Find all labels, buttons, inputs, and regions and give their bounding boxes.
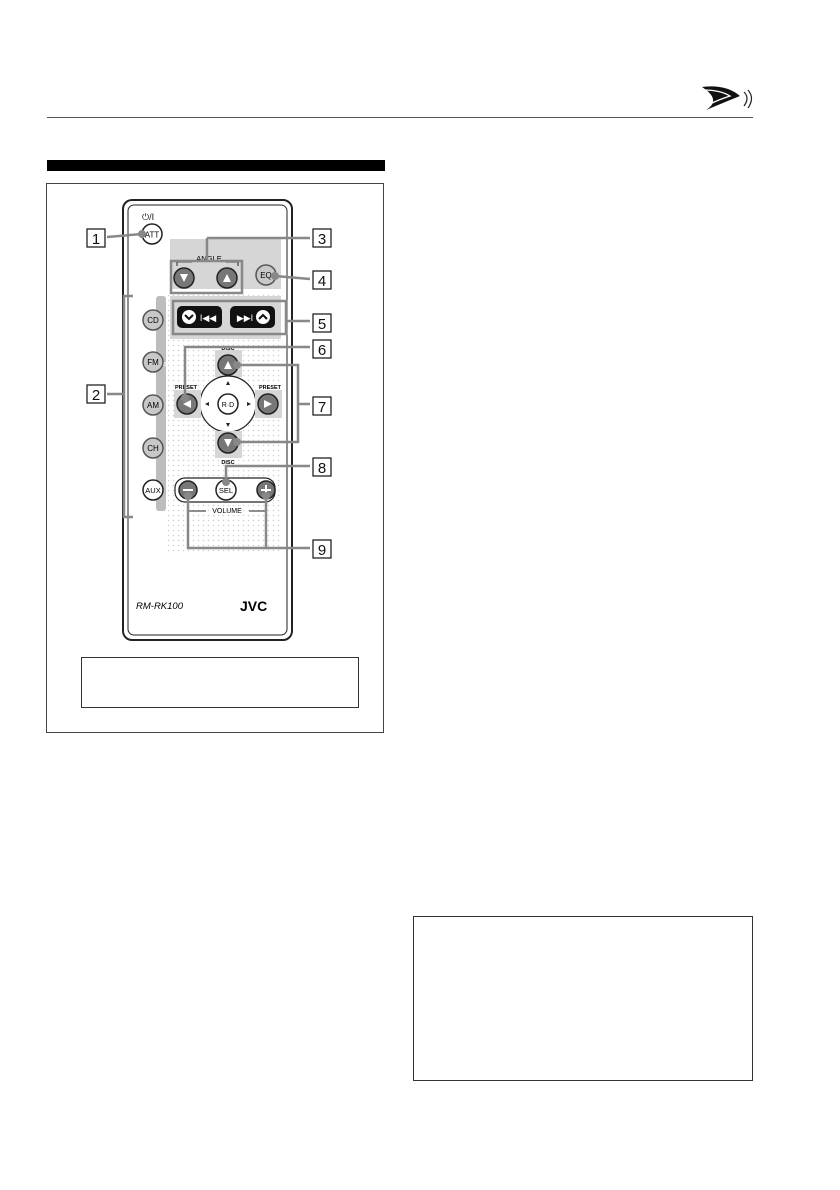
preset-right-label: PRESET	[259, 385, 282, 391]
section-title-bar	[47, 160, 385, 171]
skip-back-circle	[182, 310, 196, 324]
remote-control-illustration: ⏻/I ATT ANGLE EQ DAB CD FM AM CH AUX I◀◀…	[86, 199, 332, 641]
ch-button	[142, 437, 164, 459]
power-symbol: ⏻/I	[142, 212, 154, 222]
aux-button	[142, 479, 164, 501]
figure-frame	[46, 183, 384, 733]
callout-1: 1	[92, 231, 100, 248]
am-label: AM	[147, 401, 159, 410]
callout-3: 3	[318, 231, 326, 248]
jvc-swoosh-arrow-icon	[702, 86, 753, 110]
callout-7: 7	[318, 399, 326, 416]
cd-label: CD	[147, 316, 159, 325]
volume-label: VOLUME	[212, 508, 242, 515]
right-column-note-box	[413, 916, 753, 1081]
figure-note-box	[81, 657, 359, 708]
ch-label: CH	[147, 444, 159, 453]
header-rule	[47, 117, 753, 118]
rd-button	[217, 393, 239, 415]
preset-left-label: PRESET	[175, 385, 198, 391]
fm-label: FM	[147, 358, 159, 367]
aux-label: AUX	[145, 486, 160, 495]
rd-label: R·D	[222, 402, 234, 409]
eq-label: EQ	[260, 271, 272, 280]
att-label: ATT	[145, 231, 160, 240]
disc-top-label: DISC	[221, 346, 234, 352]
callout-8: 8	[318, 460, 326, 477]
model-label: RM-RK100	[136, 601, 184, 612]
sel-label: SEL	[219, 486, 233, 495]
fm-button	[142, 351, 164, 373]
callout-9: 9	[318, 542, 326, 559]
callout-5: 5	[318, 316, 326, 333]
angle-label: ANGLE	[196, 254, 221, 263]
skip-forward-circle	[256, 310, 270, 324]
svg-text:I◀◀: I◀◀	[200, 313, 216, 323]
cd-button	[142, 309, 164, 331]
brand-label: JVC	[240, 598, 267, 614]
callout-4: 4	[318, 273, 326, 290]
callout-2: 2	[92, 387, 100, 404]
svg-text:▶▶I: ▶▶I	[237, 313, 253, 323]
am-button	[142, 394, 164, 416]
disc-bottom-label: DISC	[221, 460, 234, 466]
callout-6: 6	[318, 342, 326, 359]
